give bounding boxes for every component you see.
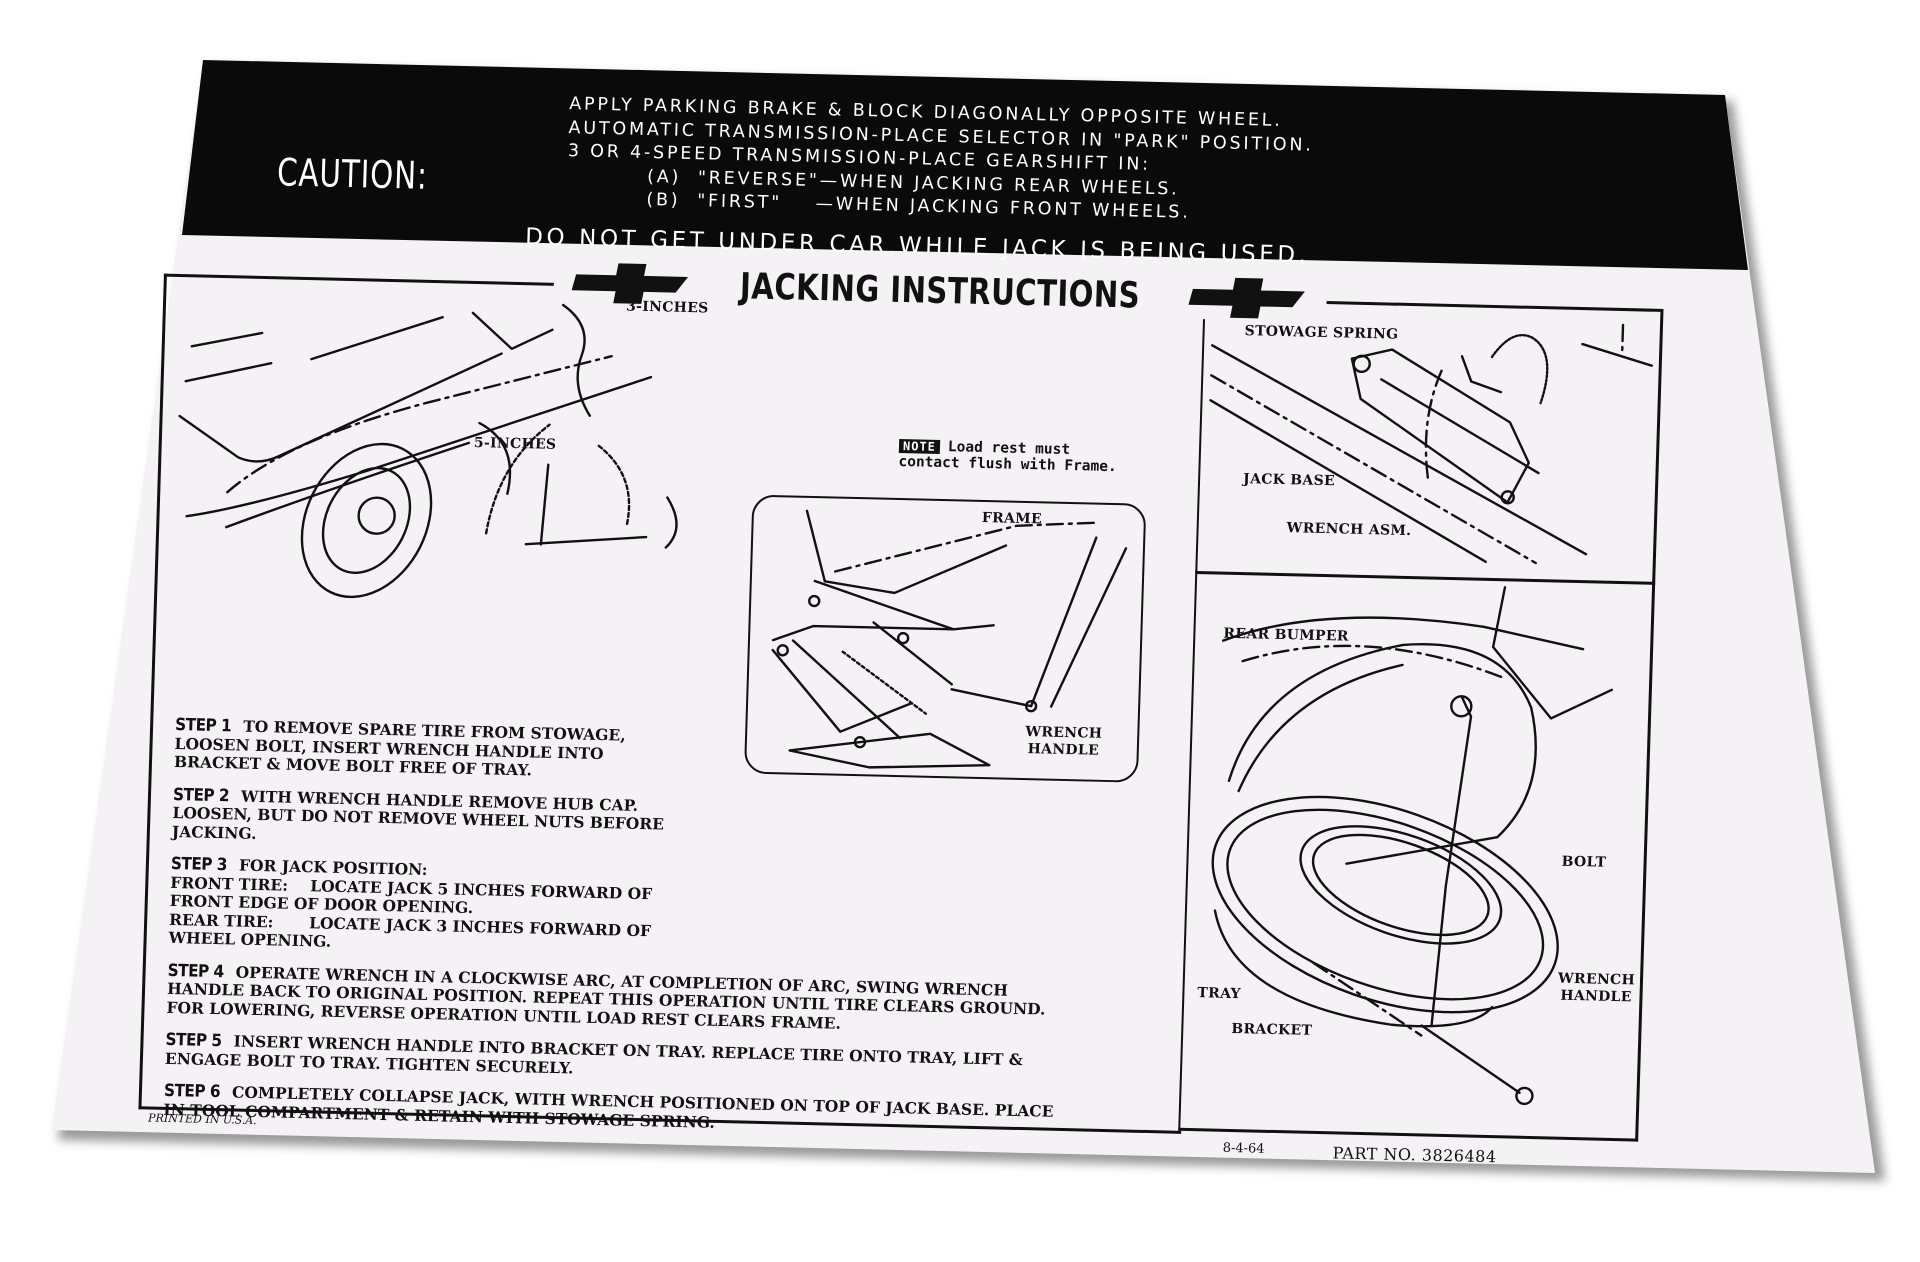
caution-band: CAUTION: APPLY PARKING BRAKE & BLOCK DIA… xyxy=(195,76,1730,282)
printed-in-usa: PRINTED IN U.S.A. xyxy=(147,1111,257,1128)
note-badge: NOTE xyxy=(898,438,941,454)
callout-wrench-asm: WRENCH ASM. xyxy=(1286,520,1412,540)
step-text: TO REMOVE SPARE TIRE FROM STOWAGE, LOOSE… xyxy=(173,716,626,780)
print-date: 8-4-64 xyxy=(1222,1140,1265,1157)
callout-bolt: BOLT xyxy=(1561,853,1607,871)
callout-frame: FRAME xyxy=(981,509,1043,528)
step-text: COMPLETELY COLLAPSE JACK, WITH WRENCH PO… xyxy=(163,1082,1054,1132)
callout-5-inches: 5-INCHES xyxy=(473,434,557,453)
spare-tire-illustration xyxy=(1211,586,1614,1106)
car-fender-illustration xyxy=(178,303,678,599)
caution-label: CAUTION: xyxy=(276,150,429,198)
title-row: JACKING INSTRUCTIONS xyxy=(553,259,1327,323)
callout-jack-base: JACK BASE xyxy=(1242,471,1336,490)
step-label: STEP 3 xyxy=(170,853,228,876)
callout-3-inches: 3-INCHES xyxy=(625,298,709,317)
step-text: OPERATE WRENCH IN A CLOCKWISE ARC, AT CO… xyxy=(166,962,1046,1033)
callout-bracket: BRACKET xyxy=(1231,1020,1313,1039)
part-number: PART NO. 3826484 xyxy=(1332,1143,1497,1167)
page-title: JACKING INSTRUCTIONS xyxy=(739,265,1141,317)
bowtie-emblem-icon xyxy=(571,263,689,304)
caution-band-bg xyxy=(182,60,1748,270)
caution-lines: APPLY PARKING BRAKE & BLOCK DIAGONALLY O… xyxy=(566,93,1315,228)
step-text: INSERT WRENCH HANDLE INTO BRACKET ON TRA… xyxy=(164,1031,1024,1077)
bowtie-emblem-icon xyxy=(1188,277,1305,319)
callout-tray: TRAY xyxy=(1197,985,1242,1003)
scissor-jack-illustration xyxy=(771,509,1128,769)
callout-rear-bumper: REAR BUMPER xyxy=(1223,625,1349,645)
stowed-jack-illustration xyxy=(1209,323,1653,565)
callout-wrench-handle-tray: WRENCH HANDLE xyxy=(1557,970,1636,1006)
card-paper xyxy=(52,60,1875,1173)
step-text: WITH WRENCH HANDLE REMOVE HUB CAP. LOOSE… xyxy=(171,786,665,843)
decal-content: CAUTION: APPLY PARKING BRAKE & BLOCK DIA… xyxy=(108,75,1800,1174)
